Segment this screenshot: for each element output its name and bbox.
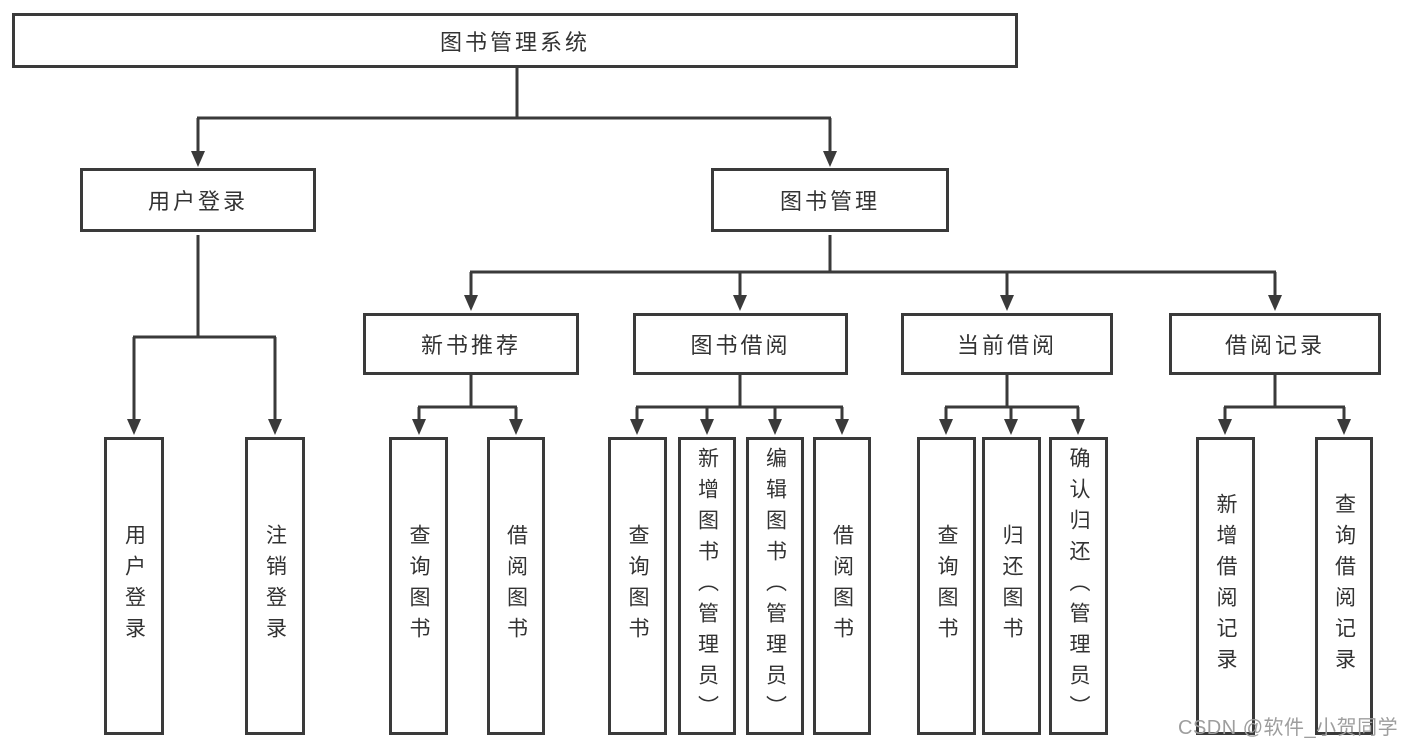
node-book-borrow: 图书借阅 (633, 313, 848, 375)
node-leaf-return-book-label: 归还图书 (1000, 524, 1023, 648)
node-leaf-query-book-3-label: 查询图书 (935, 524, 958, 648)
node-leaf-query-book-1: 查询图书 (389, 437, 448, 735)
node-leaf-edit-book-admin-label: 编辑图书（管理员） (763, 446, 787, 726)
node-leaf-borrow-book-1-label: 借阅图书 (504, 524, 528, 648)
node-leaf-borrow-book-1: 借阅图书 (487, 437, 545, 735)
node-leaf-add-borrow-record: 新增借阅记录 (1196, 437, 1255, 735)
node-leaf-confirm-return-admin: 确认归还（管理员） (1049, 437, 1108, 735)
node-current-borrow: 当前借阅 (901, 313, 1113, 375)
node-borrow-record: 借阅记录 (1169, 313, 1381, 375)
node-leaf-query-book-1-label: 查询图书 (407, 524, 430, 648)
node-leaf-borrow-book-2-label: 借阅图书 (830, 524, 854, 648)
node-root: 图书管理系统 (12, 13, 1018, 68)
node-leaf-query-book-2: 查询图书 (608, 437, 667, 735)
node-leaf-add-book-admin: 新增图书（管理员） (678, 437, 736, 735)
node-new-book-recommend: 新书推荐 (363, 313, 579, 375)
node-leaf-borrow-book-2: 借阅图书 (813, 437, 871, 735)
node-user-login: 用户登录 (80, 168, 316, 232)
node-leaf-query-book-3: 查询图书 (917, 437, 976, 735)
node-leaf-edit-book-admin: 编辑图书（管理员） (746, 437, 804, 735)
node-leaf-add-book-admin-label: 新增图书（管理员） (695, 446, 719, 726)
node-book-management: 图书管理 (711, 168, 949, 232)
csdn-watermark: CSDN @软件_小贺同学 (1178, 717, 1399, 739)
node-leaf-logout-label: 注销登录 (263, 524, 287, 648)
node-leaf-add-borrow-record-label: 新增借阅记录 (1214, 493, 1237, 679)
node-leaf-query-borrow-record: 查询借阅记录 (1315, 437, 1373, 735)
node-leaf-query-borrow-record-label: 查询借阅记录 (1332, 493, 1356, 679)
node-leaf-user-login: 用户登录 (104, 437, 164, 735)
node-leaf-confirm-return-admin-label: 确认归还（管理员） (1067, 446, 1090, 726)
node-leaf-query-book-2-label: 查询图书 (626, 524, 649, 648)
node-leaf-return-book: 归还图书 (982, 437, 1041, 735)
node-leaf-user-login-label: 用户登录 (122, 524, 146, 648)
node-leaf-logout: 注销登录 (245, 437, 305, 735)
